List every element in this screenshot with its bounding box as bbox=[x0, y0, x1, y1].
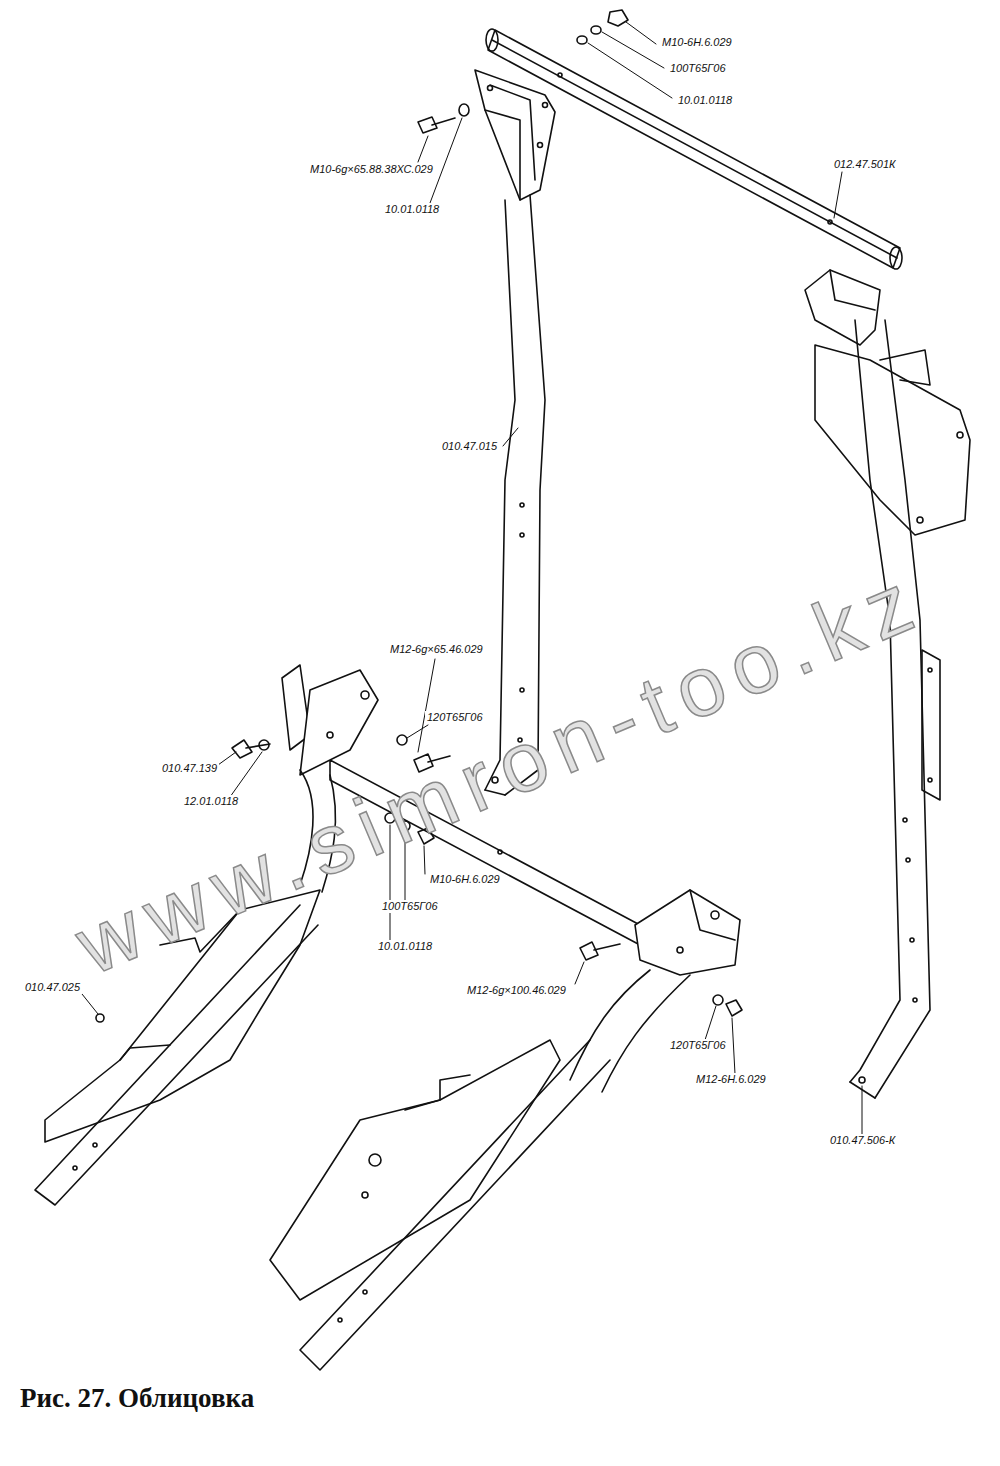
part-number: М10-6Н.6.029 bbox=[428, 873, 502, 886]
part-number: М12-6g×100.46.029 bbox=[465, 984, 568, 997]
part-number: 010.47.025 bbox=[23, 981, 82, 994]
part-number: 10.01.0118 bbox=[676, 94, 734, 107]
part-number: 12.01.0118 bbox=[182, 795, 240, 808]
part-number: 012.47.501К bbox=[832, 158, 898, 171]
figure-caption: Рис. 27. Облицовка bbox=[20, 1383, 254, 1414]
part-number: 120Т65Г06 bbox=[668, 1039, 728, 1052]
part-number: 10.01.0118 bbox=[376, 940, 434, 953]
part-number: 010.47.506-К bbox=[828, 1134, 897, 1147]
part-number: 010.47.015 bbox=[440, 440, 499, 453]
part-number: 010.47.139 bbox=[160, 762, 219, 775]
part-number: 10.01.0118 bbox=[383, 203, 441, 216]
part-number: 100Т65Г06 bbox=[380, 900, 440, 913]
part-number: М10-6g×65.88.38ХС.029 bbox=[308, 163, 435, 176]
part-number: М12-6g×65.46.029 bbox=[388, 643, 485, 656]
part-number: 100Т65Г06 bbox=[668, 62, 728, 75]
part-number: 120Т65Г06 bbox=[425, 711, 485, 724]
part-number: М12-6Н.6.029 bbox=[694, 1073, 768, 1086]
part-number: М10-6Н.6.029 bbox=[660, 36, 734, 49]
